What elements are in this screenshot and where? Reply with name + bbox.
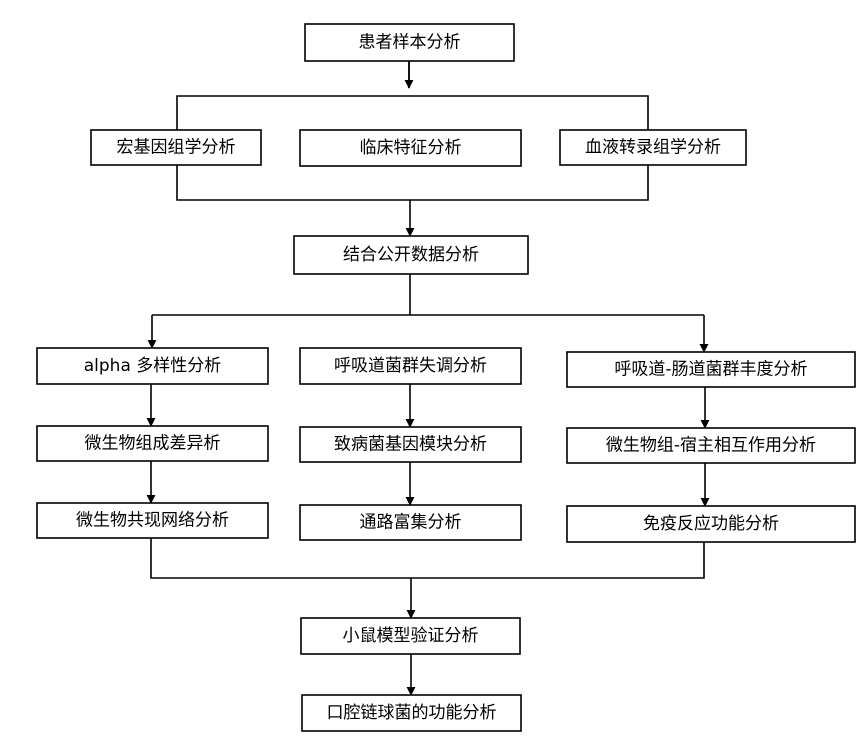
node-immune-label: 免疫反应功能分析 [643,514,779,534]
node-metagenome-label: 宏基因组学分析 [117,138,236,158]
node-pathogen-label: 致病菌基因模块分析 [334,435,487,455]
node-clinical: 临床特征分析 [299,129,522,167]
node-pathogen: 致病菌基因模块分析 [299,426,522,463]
node-host-label: 微生物组-宿主相互作用分析 [606,436,816,456]
node-patient: 患者样本分析 [304,23,515,62]
node-metagenome: 宏基因组学分析 [90,129,262,166]
node-blood: 血液转录组学分析 [559,129,747,166]
node-public-label: 结合公开数据分析 [343,245,479,265]
connectors [146,61,710,696]
node-cooccur: 微生物共现网络分析 [36,502,269,539]
node-imbalance: 呼吸道菌群失调分析 [299,347,522,385]
node-clinical-label: 临床特征分析 [360,138,462,158]
node-host: 微生物组-宿主相互作用分析 [566,427,856,464]
bracket-stage5-bottom [150,538,705,579]
node-alpha-label: alpha 多样性分析 [84,356,222,376]
node-public: 结合公开数据分析 [293,235,529,275]
node-imbalance-label: 呼吸道菌群失调分析 [334,356,487,376]
node-blood-label: 血液转录组学分析 [585,138,721,158]
node-immune: 免疫反应功能分析 [566,505,856,543]
node-cooccur-label: 微生物共现网络分析 [76,511,229,531]
node-strep-label: 口腔链球菌的功能分析 [327,703,497,723]
node-strep: 口腔链球菌的功能分析 [301,694,522,732]
node-diff: 微生物组成差异析 [36,425,269,462]
node-diff-label: 微生物组成差异析 [85,434,221,454]
node-abundance-label: 呼吸道-肠道菌群丰度分析 [614,360,807,380]
node-mouse-label: 小鼠模型验证分析 [343,626,479,646]
node-mouse: 小鼠模型验证分析 [300,617,521,655]
bracket-stage1-bottom [176,165,649,201]
node-patient-label: 患者样本分析 [359,33,461,53]
node-abundance: 呼吸道-肠道菌群丰度分析 [566,351,856,388]
bracket-stage1-top [176,95,649,130]
node-pathway: 通路富集分析 [299,504,522,541]
node-pathway-label: 通路富集分析 [360,513,462,533]
node-alpha: alpha 多样性分析 [36,347,269,385]
